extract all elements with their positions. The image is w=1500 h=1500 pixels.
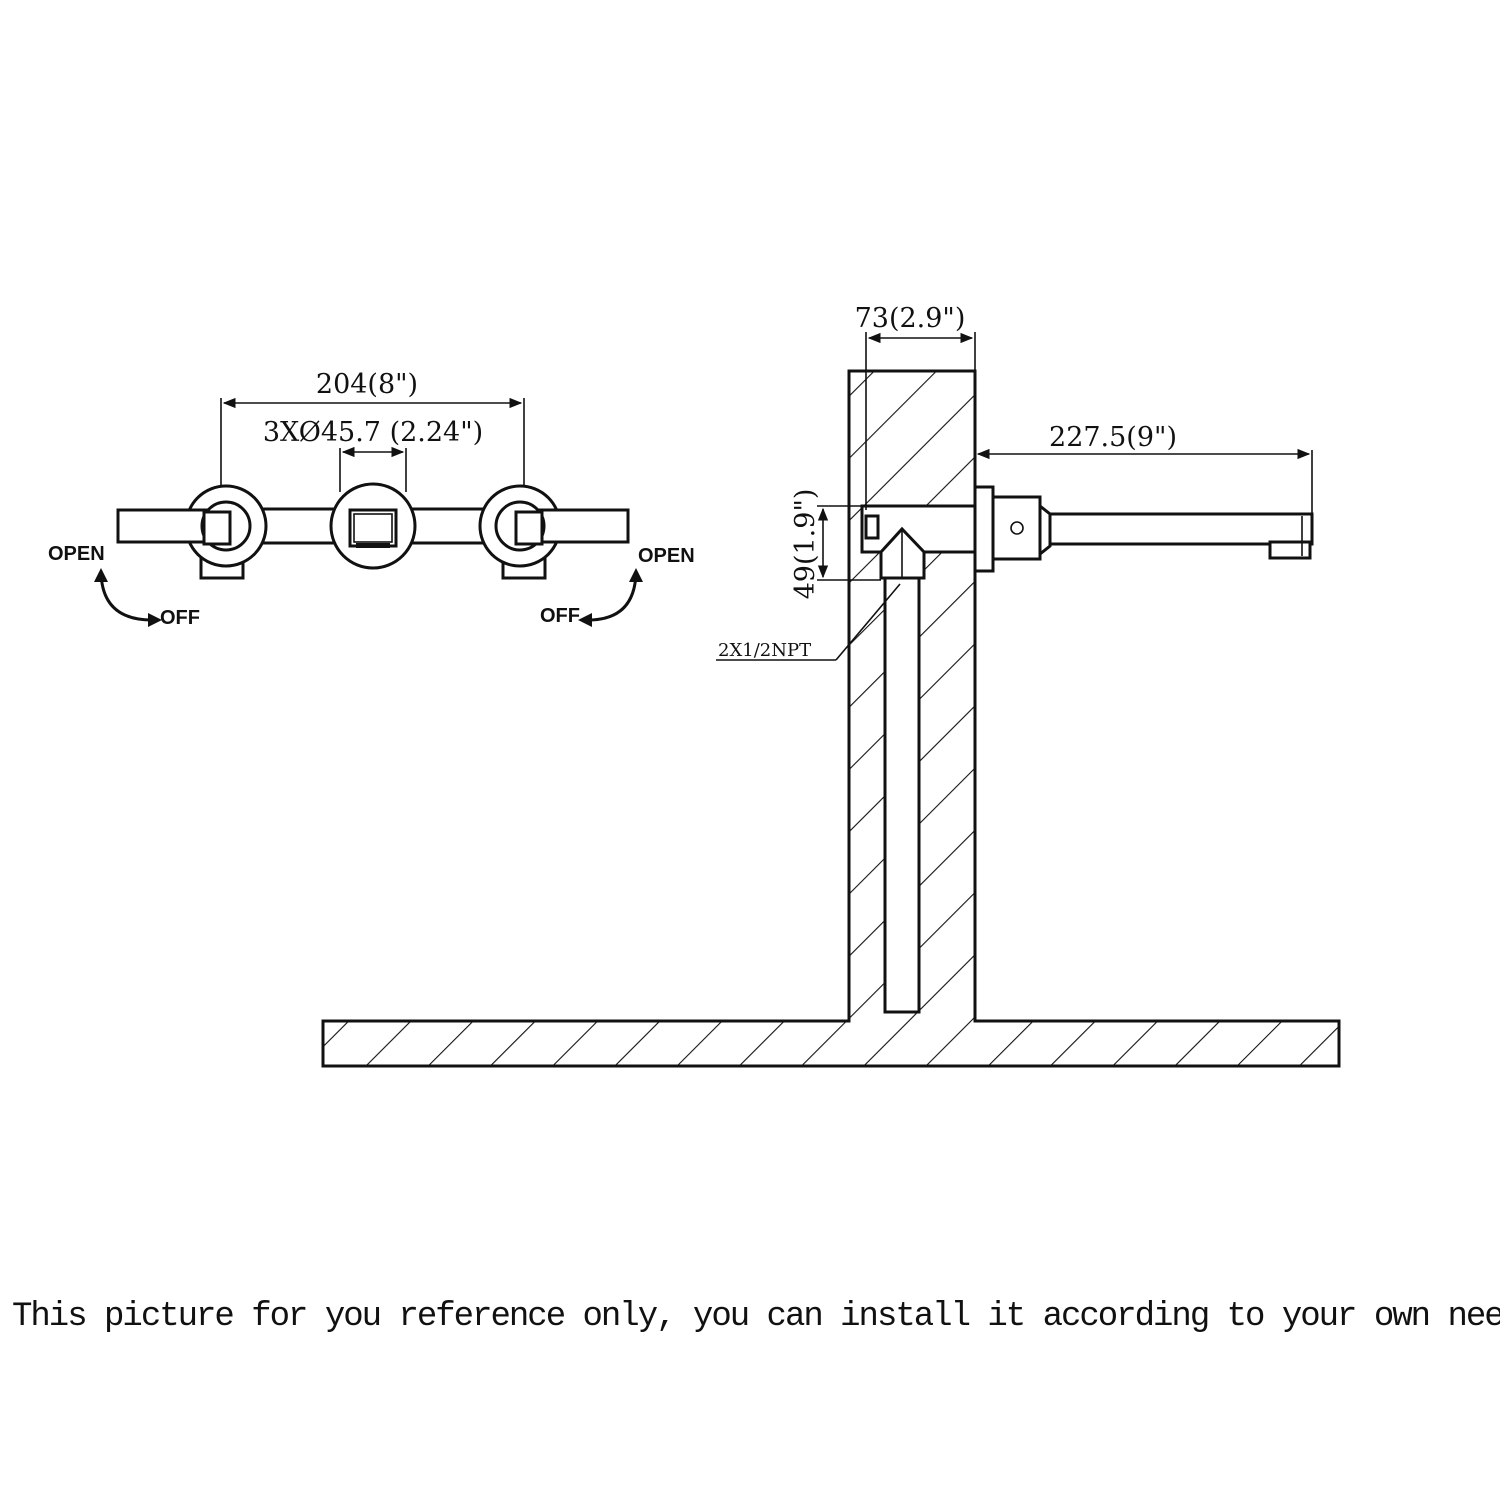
left-open-label: OPEN: [48, 543, 105, 565]
diameter-dim-label: 3XØ45.7 (2.24"): [263, 417, 483, 448]
right-open-label: OPEN: [638, 545, 695, 567]
height-dim-label: 49(1.9"): [790, 489, 821, 600]
spout-dimension: 227.5(9"): [976, 422, 1313, 514]
front-view: 204(8") 3XØ45.7 (2.24"): [48, 369, 695, 629]
left-rotation-arrow: OPEN OFF: [48, 543, 200, 629]
diameter-dimension: 3XØ45.7 (2.24"): [263, 417, 483, 492]
spout: [973, 485, 1314, 573]
wall-section: [323, 371, 1339, 1066]
center-spout-cover: [329, 482, 417, 570]
side-view: 73(2.9") 49(1.9") 2X1/2NPT: [321, 303, 1341, 1068]
width-dim-label: 204(8"): [316, 369, 418, 400]
height-dimension: 49(1.9"): [790, 489, 881, 600]
right-off-label: OFF: [540, 605, 580, 627]
left-handle: [116, 484, 268, 580]
width-dimension: 204(8"): [220, 369, 525, 505]
reference-note: This picture for you reference only, you…: [12, 1298, 1500, 1336]
depth-dimension: 73(2.9"): [855, 303, 976, 510]
depth-dim-label: 73(2.9"): [855, 303, 966, 334]
spout-dim-label: 227.5(9"): [1049, 422, 1177, 453]
connection-leader: 2X1/2NPT: [716, 583, 901, 661]
connection-label: 2X1/2NPT: [718, 640, 811, 661]
valve-body: [860, 504, 977, 580]
supply-pipe: [883, 568, 921, 1014]
right-rotation-arrow: OPEN OFF: [540, 545, 695, 627]
left-off-label: OFF: [160, 607, 200, 629]
right-handle: [478, 484, 630, 580]
